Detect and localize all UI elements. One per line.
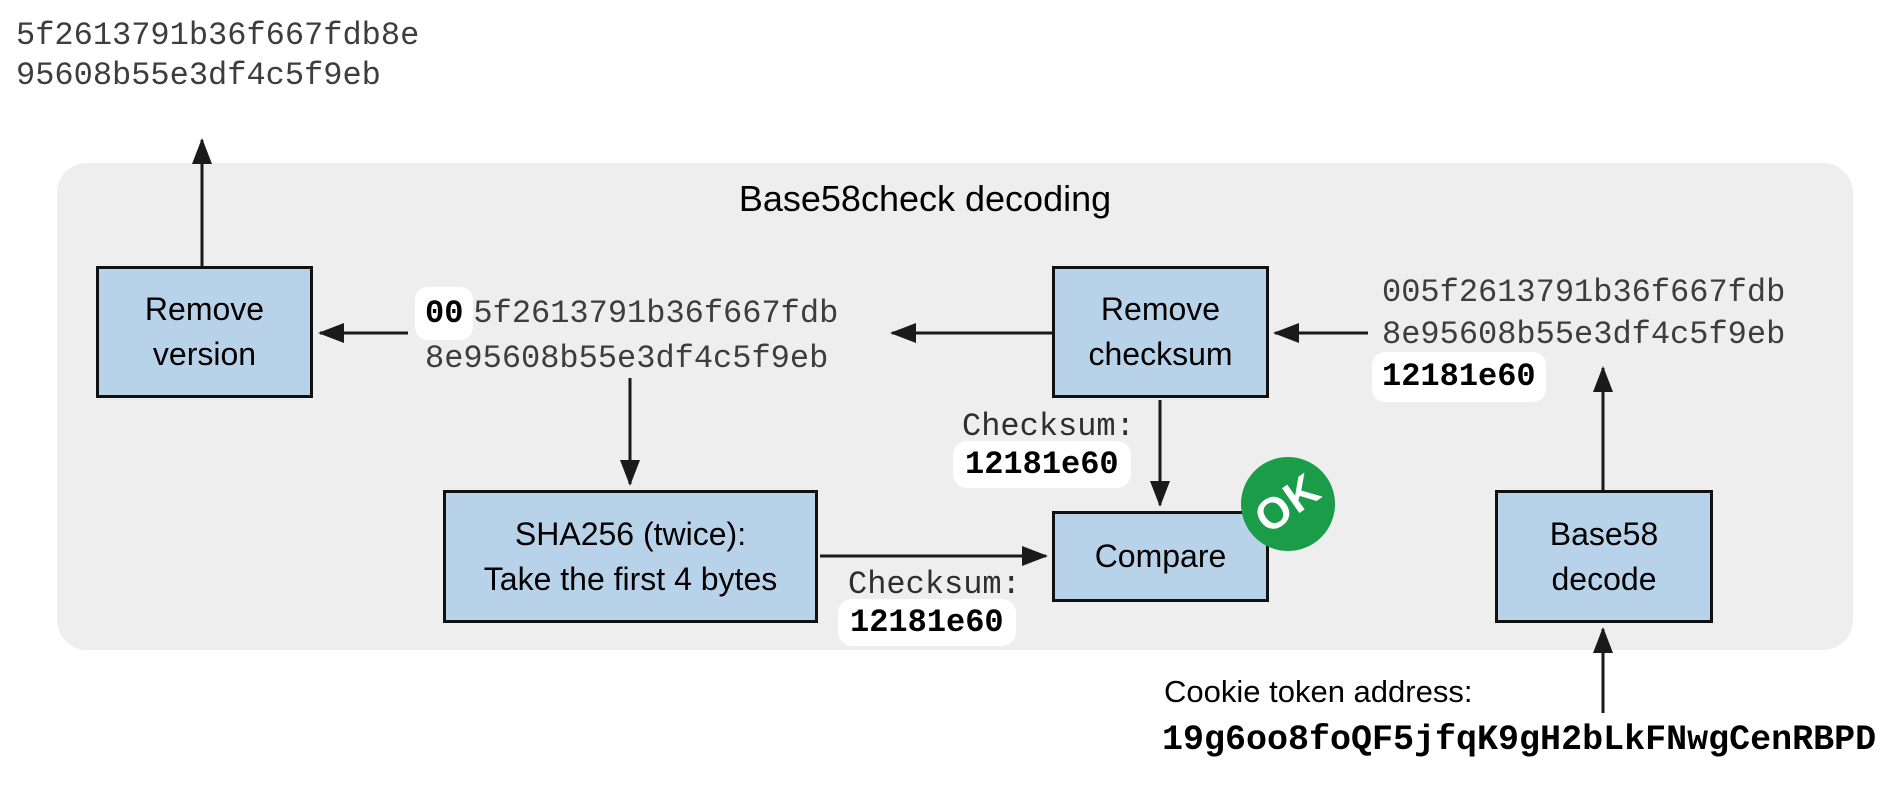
hex-line: 8e95608b55e3df4c5f9eb [1382, 316, 1786, 353]
node-compare: Compare [1052, 511, 1269, 602]
node-label: checksum [1088, 336, 1233, 372]
checksum-highlight: 12181e60 [1372, 352, 1546, 402]
diagram-title: Base58check decoding [738, 178, 1112, 219]
node-label: decode [1551, 560, 1657, 597]
hex-line: 8e95608b55e3df4c5f9eb [425, 340, 829, 377]
base58-decoded-hex: 005f2613791b36f667fdb 8e95608b55e3df4c5f… [1372, 272, 1786, 402]
address-caption: Cookie token address: [1164, 674, 1473, 709]
node-label: Compare [1094, 538, 1227, 574]
node-label: Take the first 4 bytes [483, 560, 778, 597]
node-label: Base58 [1549, 515, 1659, 552]
decoded-payload-hex: 5f2613791b36f667fdb8e 95608b55e3df4c5f9e… [16, 16, 419, 96]
ok-badge-icon: OK [1241, 457, 1335, 551]
node-sha256-twice: SHA256 (twice): Take the first 4 bytes [443, 490, 818, 623]
hex-line: 5f2613791b36f667fdb8e [16, 17, 420, 54]
ok-badge-label: OK [1245, 464, 1330, 544]
hex-line: 12181e60 [1372, 352, 1785, 402]
node-base58-decode: Base58 decode [1495, 490, 1713, 623]
version-byte-highlight: 00 [415, 287, 474, 340]
node-label: Remove [1100, 291, 1221, 327]
checksum-removed-value: 12181e60 [953, 441, 1131, 488]
base58-address: 19g6oo8foQF5jfqK9gH2bLkFNwgCenRBPD [1162, 720, 1877, 760]
node-remove-checksum: Remove checksum [1052, 266, 1269, 398]
hex-line: 95608b55e3df4c5f9eb [16, 57, 381, 94]
checksum-computed-caption: Checksum: [848, 566, 1021, 603]
node-label: version [152, 336, 257, 372]
checksum-computed-value: 12181e60 [838, 599, 1016, 646]
node-remove-version: Remove version [96, 266, 313, 398]
hex-line: 005f2613791b36f667fdb [1382, 274, 1786, 311]
hex-text: 5f2613791b36f667fdb [473, 295, 839, 332]
checksum-removed-caption: Checksum: [962, 408, 1135, 445]
node-label: Remove [144, 291, 265, 327]
node-label: SHA256 (twice): [514, 515, 747, 552]
